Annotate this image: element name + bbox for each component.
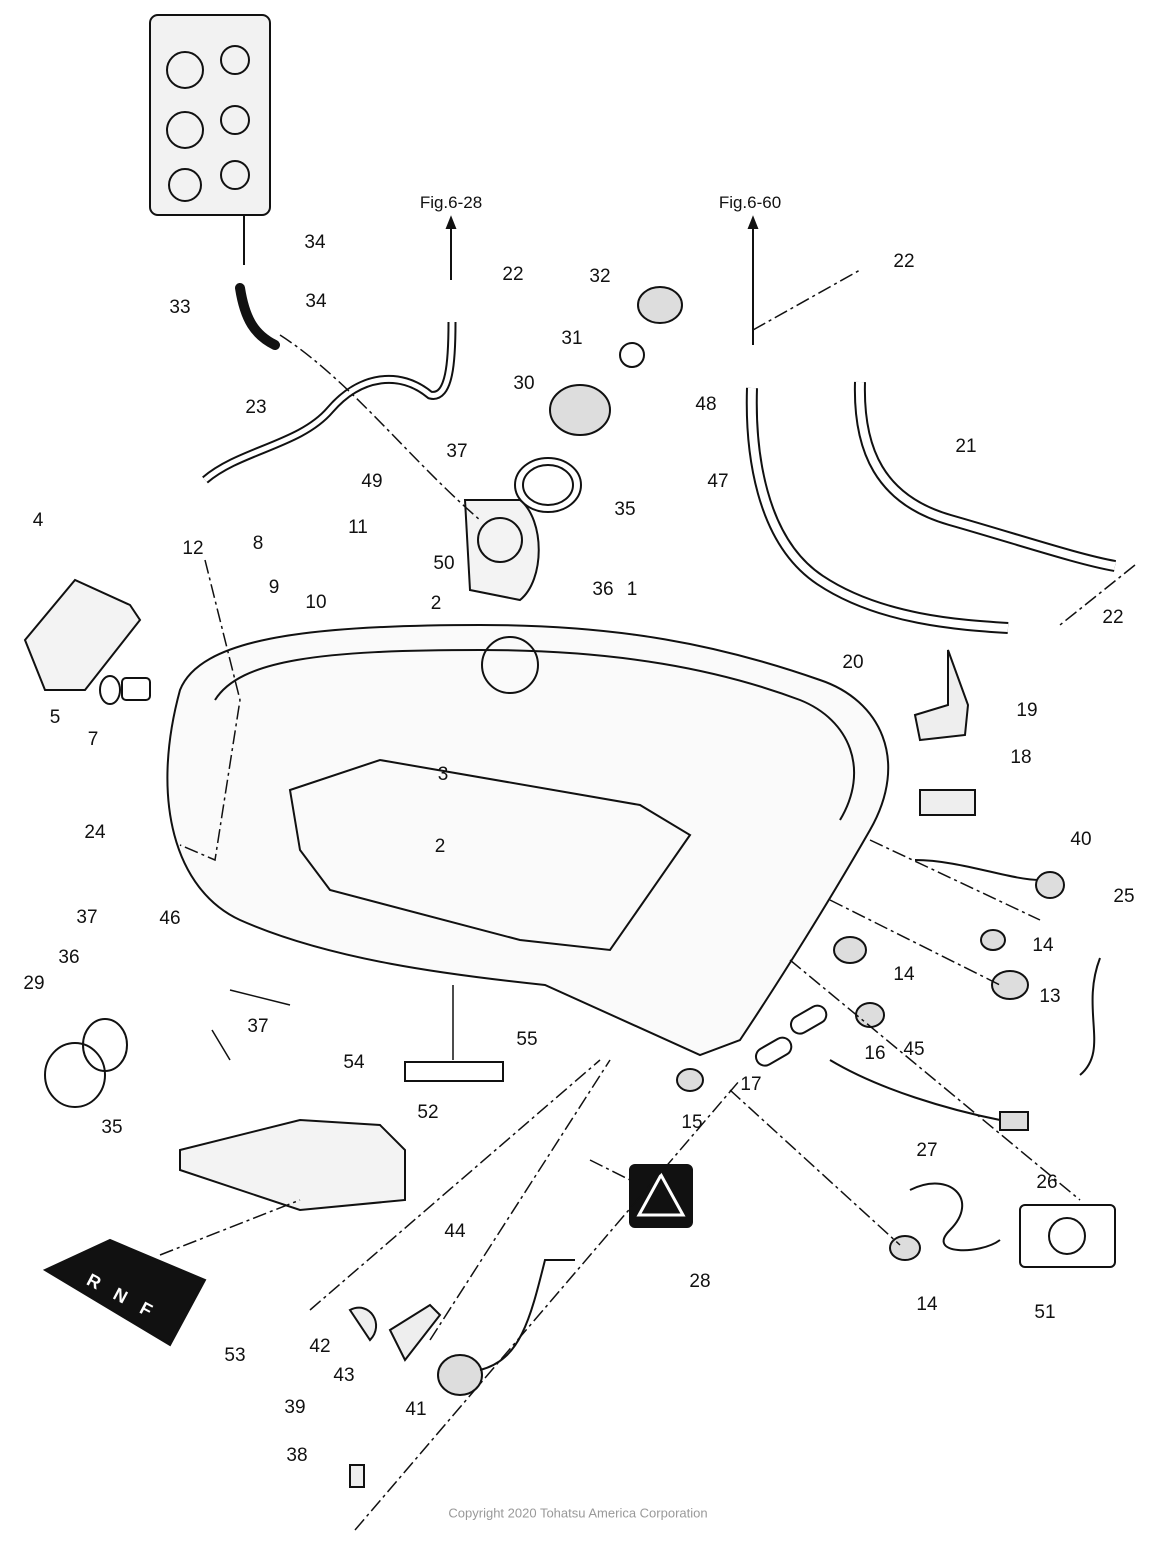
cap-14 [889,1235,921,1261]
callout-1: 1 [626,579,638,600]
hose-33 [235,283,280,350]
callout-16: 16 [864,1043,886,1064]
hose-21 [853,381,1117,572]
callout-29: 29 [23,973,45,994]
callout-43: 43 [333,1365,355,1386]
cord-27 [909,1182,1001,1252]
decal-53 [42,1238,207,1347]
callout-27: 27 [916,1140,938,1161]
callout-42: 42 [309,1336,331,1357]
hose-47 [745,387,1009,634]
callout-15: 15 [681,1112,703,1133]
switch-41 [437,1354,483,1396]
callout-25: 25 [1113,886,1135,907]
callout-2: 2 [434,836,446,857]
figure-ref-6-28[interactable]: Fig.6-28 [419,193,483,212]
plate-43 [388,1303,442,1362]
decal-51 [1019,1204,1116,1268]
callout-14: 14 [893,964,915,985]
lower-cover-1 [166,623,890,1057]
callout-8: 8 [252,533,264,554]
cylinder-head-illustration [149,14,271,265]
clamp-38 [349,1464,365,1488]
callout-14: 14 [916,1294,938,1315]
callout-19: 19 [1016,700,1038,721]
grommet-32 [637,286,683,324]
callout-38: 38 [286,1445,308,1466]
callout-32: 32 [589,266,611,287]
callout-35: 35 [101,1117,123,1138]
clip-42 [348,1306,377,1342]
callout-4: 4 [32,510,44,531]
callout-40: 40 [1070,829,1092,850]
callout-49: 49 [361,471,383,492]
seal-35b [44,1042,106,1108]
callout-3: 3 [437,764,449,785]
switch-wire-26 [829,1059,1001,1121]
o-ring-31 [619,342,645,368]
callout-12: 12 [182,538,204,559]
callout-24: 24 [84,822,106,843]
callout-52: 52 [417,1102,439,1123]
callout-13: 13 [1039,986,1061,1007]
callout-21: 21 [955,436,977,457]
callout-37: 37 [247,1016,269,1037]
callout-55: 55 [516,1029,538,1050]
callout-47: 47 [707,471,729,492]
callout-9: 9 [268,577,280,598]
callout-45: 45 [903,1039,925,1060]
figure-ref-6-60[interactable]: Fig.6-60 [718,193,782,212]
callout-34: 34 [304,232,326,253]
callout-37: 37 [446,441,468,462]
wire-40 [914,859,1041,881]
callout-11: 11 [348,517,368,538]
callout-17: 17 [740,1074,762,1095]
wire-25 [1079,957,1101,1076]
callout-2: 2 [430,593,442,614]
callout-31: 31 [561,328,583,349]
callout-14: 14 [1032,935,1054,956]
callout-54: 54 [343,1052,365,1073]
callout-53: 53 [224,1345,246,1366]
callout-46: 46 [159,908,181,929]
label-55 [404,1061,504,1082]
callout-20: 20 [842,652,864,673]
callout-41: 41 [405,1399,427,1420]
callout-28: 28 [689,1271,711,1292]
callout-10: 10 [305,592,327,613]
callout-51: 51 [1034,1302,1056,1323]
callout-30: 30 [513,373,535,394]
callout-22: 22 [893,251,915,272]
seal-35 [514,457,582,513]
bracket-4 [23,578,142,691]
callout-48: 48 [695,394,717,415]
grommet-30 [549,384,611,436]
callout-36: 36 [592,579,614,600]
copyright-notice: Copyright 2020 Tohatsu America Corporati… [448,1505,708,1521]
bracket-36 [463,499,540,602]
callout-34: 34 [305,291,327,312]
callout-35: 35 [614,499,636,520]
callout-23: 23 [245,397,267,418]
callout-5: 5 [49,707,61,728]
callout-39: 39 [284,1397,306,1418]
callout-33: 33 [169,297,191,318]
shift-cover-52 [179,1118,406,1212]
callout-22: 22 [502,264,524,285]
callout-18: 18 [1010,747,1032,768]
callout-44: 44 [444,1221,466,1242]
callout-37: 37 [76,907,98,928]
callout-26: 26 [1036,1172,1058,1193]
decal-28 [629,1164,693,1228]
callout-36: 36 [58,947,80,968]
valve-18 [919,789,976,816]
strap-19 [913,649,970,742]
callout-7: 7 [87,729,99,750]
callout-22: 22 [1102,607,1124,628]
callout-50: 50 [433,553,455,574]
